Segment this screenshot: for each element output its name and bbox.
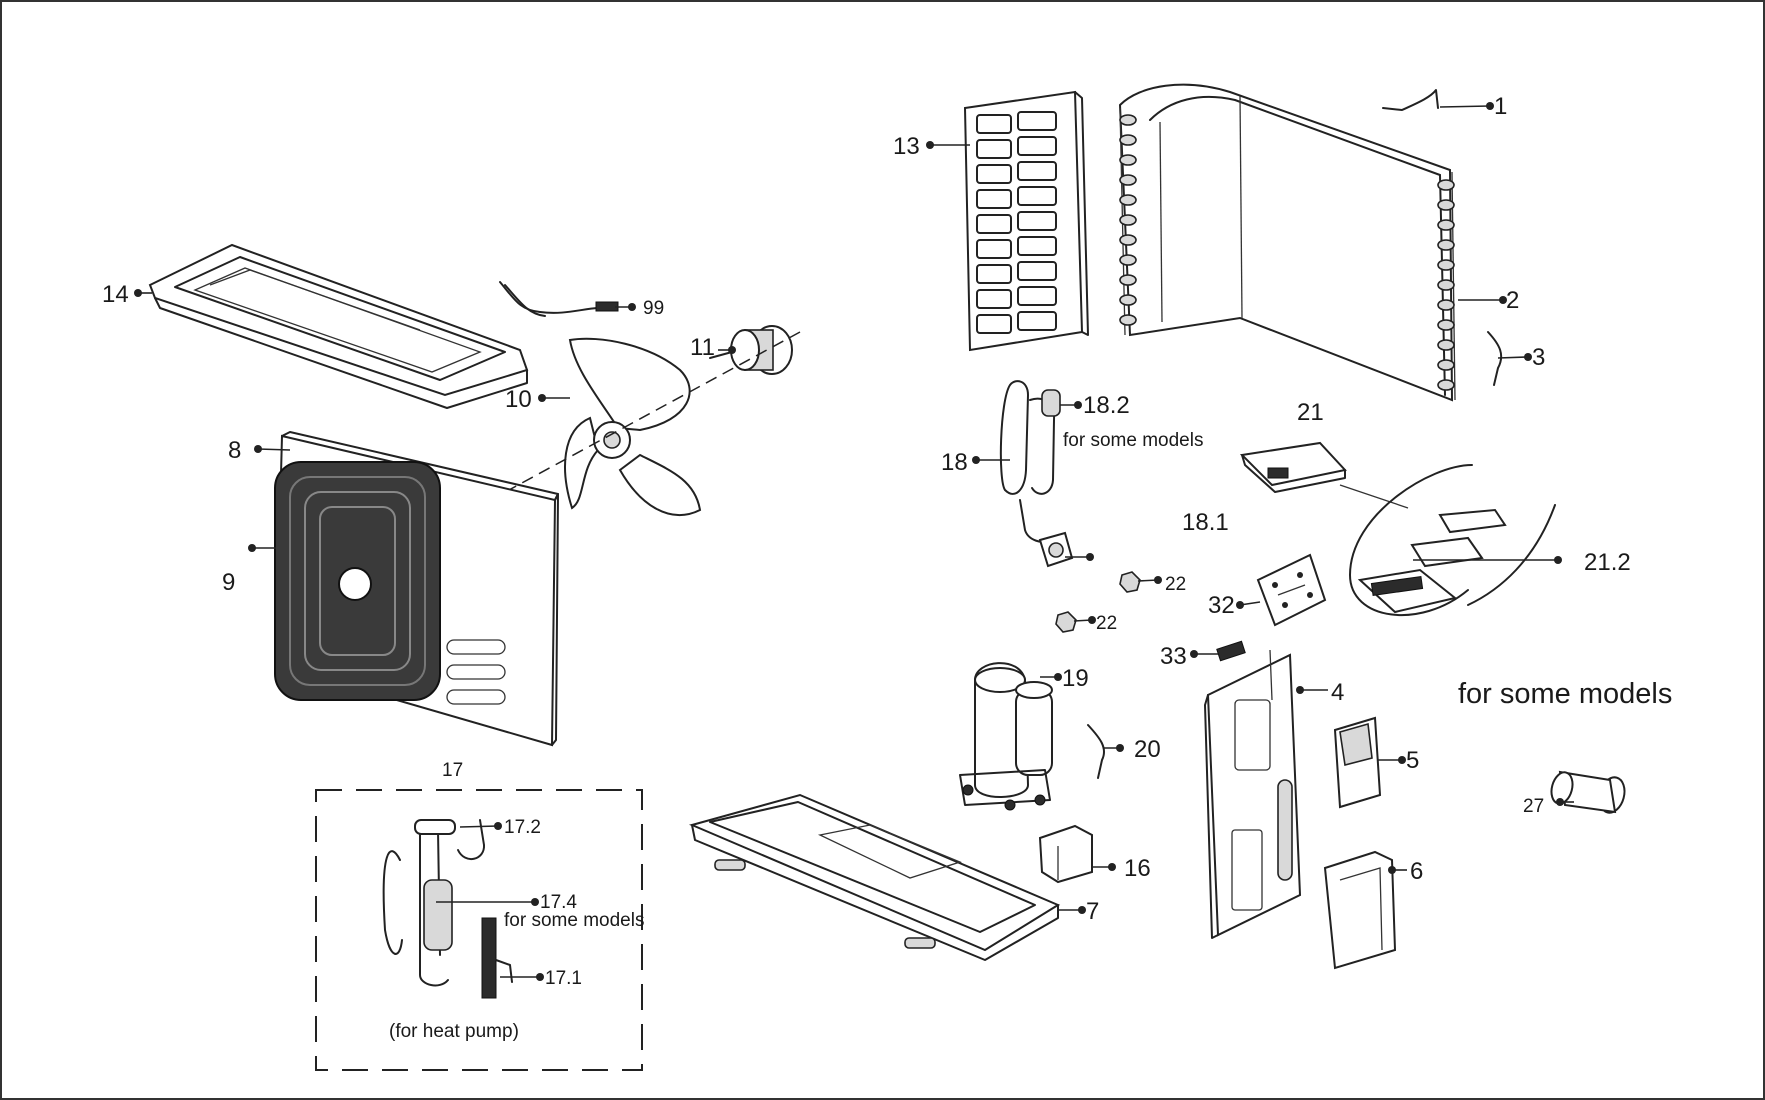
part-number-labels: 1 2 3 4 5 6 7 8 9 10 11 13 14 16 17 17.1… [102, 93, 1631, 989]
note-some-models-large: for some models [1458, 678, 1672, 710]
label-part-6: 6 [1410, 858, 1423, 885]
label-part-32: 32 [1208, 592, 1235, 619]
label-part-19: 19 [1062, 665, 1089, 692]
note-heat-pump: (for heat pump) [389, 1021, 519, 1042]
label-part-17-2: 17.2 [504, 817, 541, 838]
label-part-22-b: 22 [1096, 613, 1117, 634]
nut-part-b [1055, 611, 1077, 633]
label-part-21-2: 21.2 [1584, 549, 1631, 576]
valve-assembly-part [999, 380, 1074, 568]
rear-grille-slots [976, 111, 1057, 334]
note-some-models-18-2: for some models [1063, 430, 1203, 451]
capacitor-part [1550, 770, 1626, 814]
label-part-17-4: 17.4 [540, 892, 577, 913]
label-part-1: 1 [1494, 93, 1507, 120]
pipe-sensor-part [1487, 331, 1503, 386]
label-part-16: 16 [1124, 855, 1151, 882]
label-part-13: 13 [893, 133, 920, 160]
label-part-11: 11 [690, 334, 715, 361]
label-part-18-1: 18.1 [1182, 509, 1229, 536]
label-part-10: 10 [505, 386, 532, 413]
label-part-2: 2 [1506, 287, 1519, 314]
leader-lines [134, 102, 1574, 981]
fan-grille-part [274, 461, 506, 705]
wire-harness-part [499, 281, 619, 317]
compressor-part [959, 662, 1053, 811]
label-part-18: 18 [941, 449, 968, 476]
assembly-axis-line [379, 331, 801, 561]
fan-motor-part [709, 325, 793, 375]
reactor-part [1333, 716, 1382, 809]
label-part-21: 21 [1297, 399, 1324, 426]
temperature-sensor-part [1382, 89, 1439, 111]
heat-pump-option-box [315, 789, 643, 1071]
label-part-4: 4 [1331, 679, 1344, 706]
electric-box-part [1239, 441, 1347, 493]
label-part-5: 5 [1406, 747, 1419, 774]
label-part-33: 33 [1160, 643, 1187, 670]
axial-fan-part [564, 337, 702, 516]
label-part-18-2: 18.2 [1083, 392, 1130, 419]
label-part-20: 20 [1134, 736, 1161, 763]
partition-panel-part [1204, 649, 1302, 939]
small-box-part [1038, 824, 1093, 884]
discharge-sensor-part [1087, 724, 1106, 779]
note-some-models-17-4: for some models [504, 910, 644, 931]
condenser-coil-part [1118, 83, 1456, 402]
label-part-14: 14 [102, 281, 129, 308]
four-way-valve-part [382, 819, 513, 999]
label-part-7: 7 [1086, 898, 1099, 925]
top-cover-part [148, 243, 529, 409]
label-part-9: 9 [222, 569, 235, 596]
label-part-99: 99 [643, 298, 664, 319]
label-part-27: 27 [1523, 796, 1544, 817]
label-part-22-a: 22 [1165, 574, 1186, 595]
terminal-cover-part [1323, 850, 1397, 970]
pcb-detail-part [1339, 464, 1556, 617]
nut-part-a [1119, 571, 1141, 593]
terminal-block-part [1216, 640, 1246, 662]
mounting-bracket-part [1256, 553, 1327, 627]
base-pan-part [688, 793, 1061, 961]
label-part-17-1: 17.1 [545, 968, 582, 989]
label-part-17: 17 [442, 760, 463, 781]
notes: for some models for some models for some… [389, 430, 1672, 1042]
label-part-3: 3 [1532, 344, 1545, 371]
label-part-8: 8 [228, 437, 241, 464]
coil-return-bends [1119, 114, 1455, 391]
